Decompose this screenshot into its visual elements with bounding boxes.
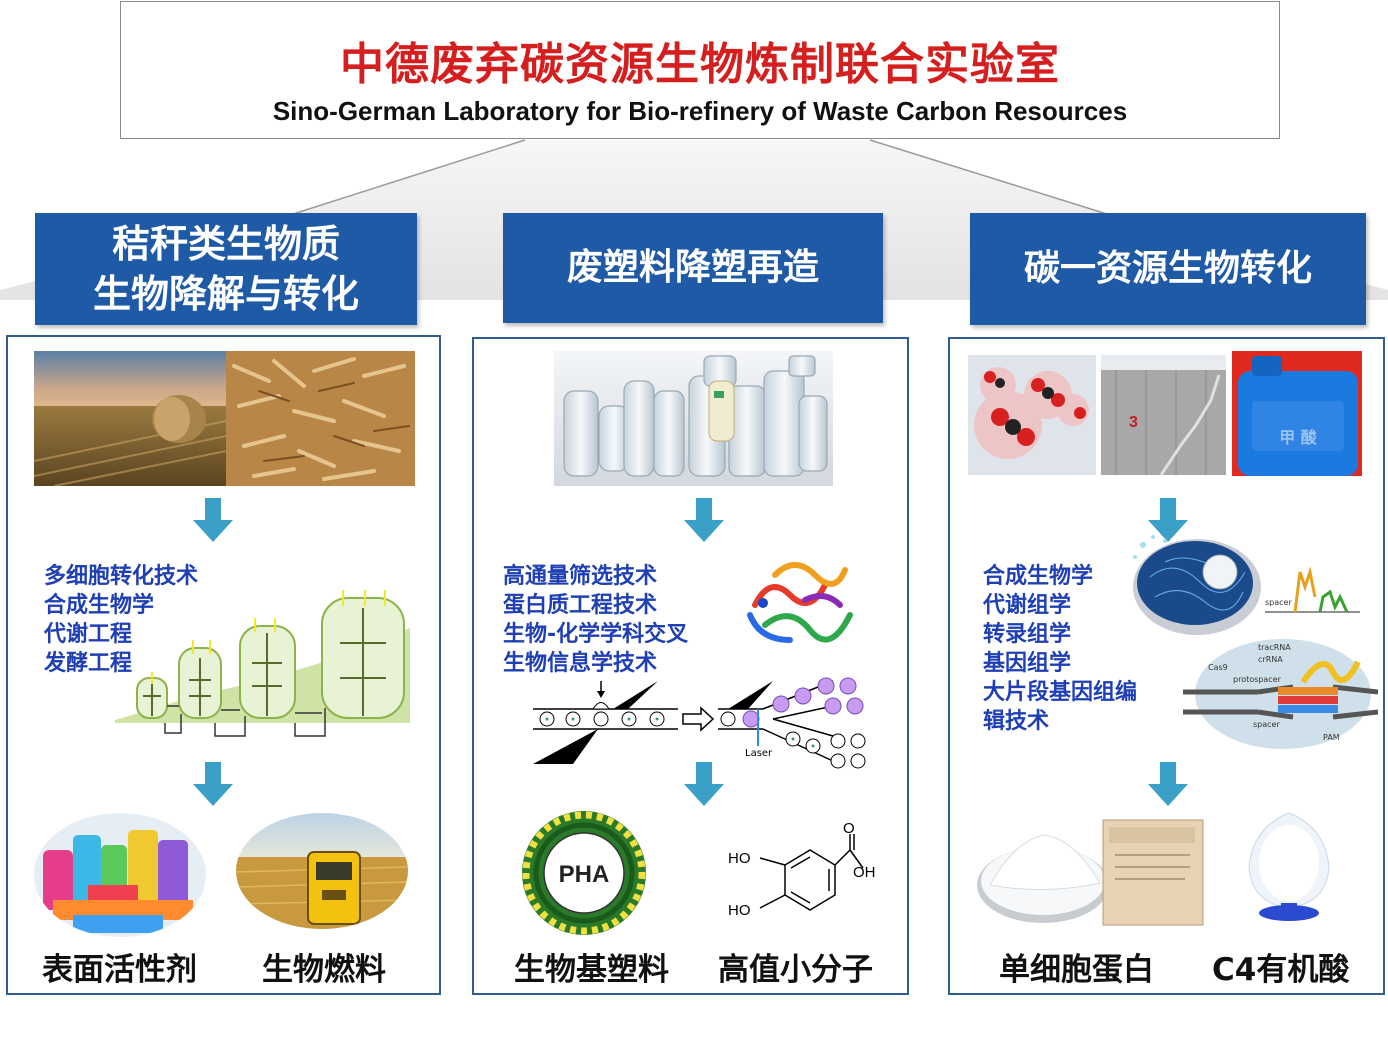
c4-acid-powder-image (1248, 812, 1330, 921)
protein-structure-image (747, 562, 853, 643)
formic-acid-jug-image: 甲 酸 (1232, 351, 1362, 476)
product-label: 单细胞蛋白 (999, 952, 1154, 988)
protospacer-label: protospacer (1233, 675, 1282, 684)
techniques-list-c1: 合成生物学 代谢组学 转录组学 基因组学 大片段基因组编 辑技术 (983, 562, 1137, 736)
spacer-label: spacer (1253, 720, 1280, 729)
technique-item: 合成生物学 (983, 564, 1094, 589)
down-arrow-icon (193, 762, 233, 806)
heading-line-1: 秸秆类生物质 (111, 222, 340, 266)
biofuel-image (236, 813, 408, 929)
tank-number: 3 (1129, 414, 1138, 431)
down-arrow-icon (684, 498, 724, 542)
down-arrow-icon (684, 762, 724, 806)
hydroxyl-label: HO (728, 902, 751, 919)
title-box: 中德废弃碳资源生物炼制联合实验室 Sino-German Laboratory … (120, 1, 1280, 139)
heading-line-2: 生物降解与转化 (92, 272, 359, 316)
spacer-label: spacer (1265, 598, 1292, 607)
product-label: 生物基塑料 (514, 952, 669, 988)
technique-item: 转录组学 (983, 622, 1072, 647)
techniques-list-plastic: 高通量筛选技术 蛋白质工程技术 生物-化学学科交叉 生物信息学技术 (503, 562, 688, 678)
surfactant-bottles-image (34, 813, 206, 937)
hydroxyl-label: HO (728, 850, 751, 867)
technique-item: 合成生物学 (44, 593, 155, 618)
co2-molecules-image (968, 355, 1096, 475)
pha-granule-diagram: PHA (522, 811, 646, 935)
technique-item: 生物信息学技术 (503, 651, 658, 676)
down-arrow-icon (193, 498, 233, 542)
laser-label: Laser (745, 748, 773, 759)
pam-label: PAM (1323, 733, 1340, 742)
technique-item: 蛋白质工程技术 (503, 593, 658, 618)
oxygen-label: O (843, 820, 855, 837)
straw-field-image (34, 351, 415, 486)
jug-label: 甲 酸 (1279, 428, 1318, 447)
product-label: 表面活性剂 (42, 952, 197, 988)
technique-item: 发酵工程 (44, 651, 133, 676)
techniques-list-straw: 多细胞转化技术 合成生物学 代谢工程 发酵工程 (44, 562, 198, 678)
product-label: C4有机酸 (1212, 952, 1350, 988)
product-label: 高值小分子 (718, 952, 873, 988)
heading-line-1: 碳一资源生物转化 (1023, 248, 1312, 289)
technique-item: 高通量筛选技术 (503, 564, 658, 589)
chemical-structure-diagram: O OH HO HO (728, 820, 876, 919)
pha-label: PHA (559, 861, 610, 888)
technique-item: 多细胞转化技术 (44, 564, 199, 589)
cas9-label: Cas9 (1208, 663, 1228, 672)
heading-straw-biomass: 秸秆类生物质 生物降解与转化 (35, 213, 417, 325)
tracrna-label: tracRNA (1258, 643, 1291, 652)
technique-item: 基因组学 (983, 651, 1072, 676)
technique-item: 代谢组学 (983, 593, 1072, 618)
technique-item: 生物-化学学科交叉 (503, 622, 689, 647)
heading-c1-resource: 碳一资源生物转化 (970, 213, 1366, 325)
technique-item: 大片段基因组编 (983, 680, 1138, 705)
crispr-cas9-diagram: Cas9 tracRNA crRNA protospacer spacer PA… (1183, 639, 1378, 749)
crrna-label: crRNA (1258, 655, 1283, 664)
storage-tanks-image: 3 (1101, 355, 1226, 475)
heading-waste-plastic: 废塑料降塑再造 (503, 213, 883, 323)
title-english: Sino-German Laboratory for Bio-refinery … (272, 96, 1128, 126)
single-cell-protein-image (977, 819, 1204, 926)
cell-illustration: spacer (1133, 535, 1360, 635)
heading-line-1: 废塑料降塑再造 (566, 247, 819, 288)
down-arrow-icon (1148, 498, 1188, 542)
microfluidic-sorting-diagram: Laser (533, 677, 866, 769)
hydroxyl-label: OH (853, 864, 876, 881)
product-label: 生物燃料 (262, 952, 386, 988)
technique-item: 代谢工程 (44, 622, 133, 647)
plastic-bottles-image (554, 351, 833, 486)
fermentation-tanks-illustration (115, 590, 410, 737)
technique-item: 辑技术 (983, 709, 1050, 734)
title-chinese: 中德废弃碳资源生物炼制联合实验室 (340, 39, 1060, 90)
down-arrow-icon (1148, 762, 1188, 806)
